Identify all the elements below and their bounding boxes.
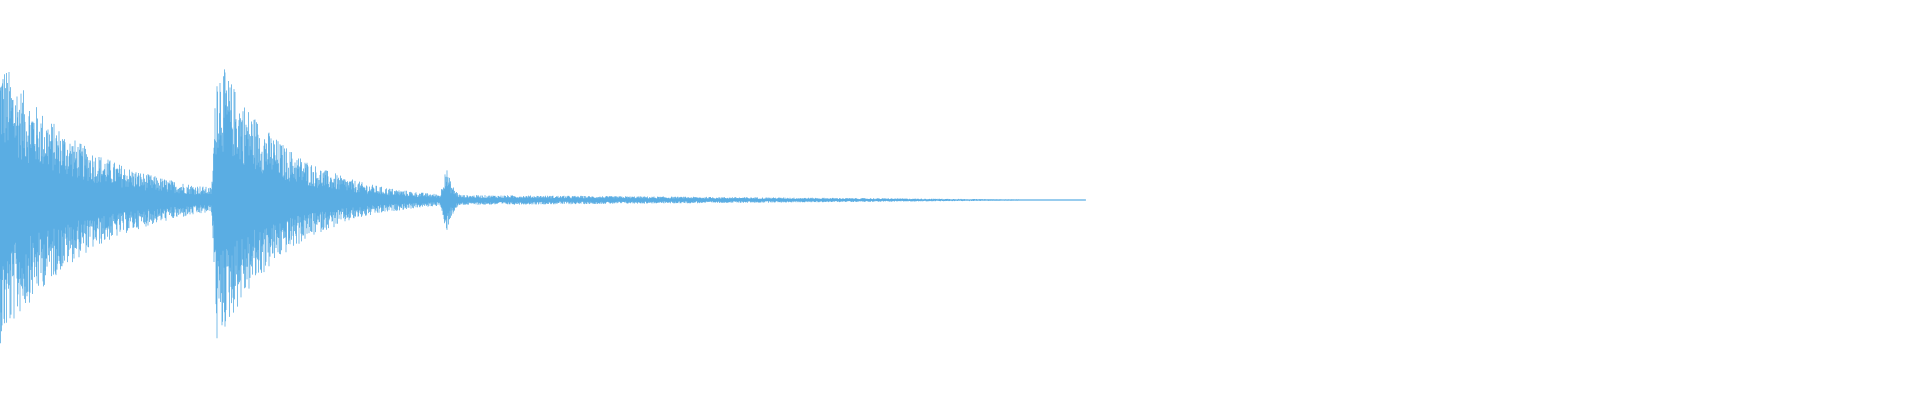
waveform-layer [0, 69, 1086, 344]
waveform-core [0, 160, 924, 240]
